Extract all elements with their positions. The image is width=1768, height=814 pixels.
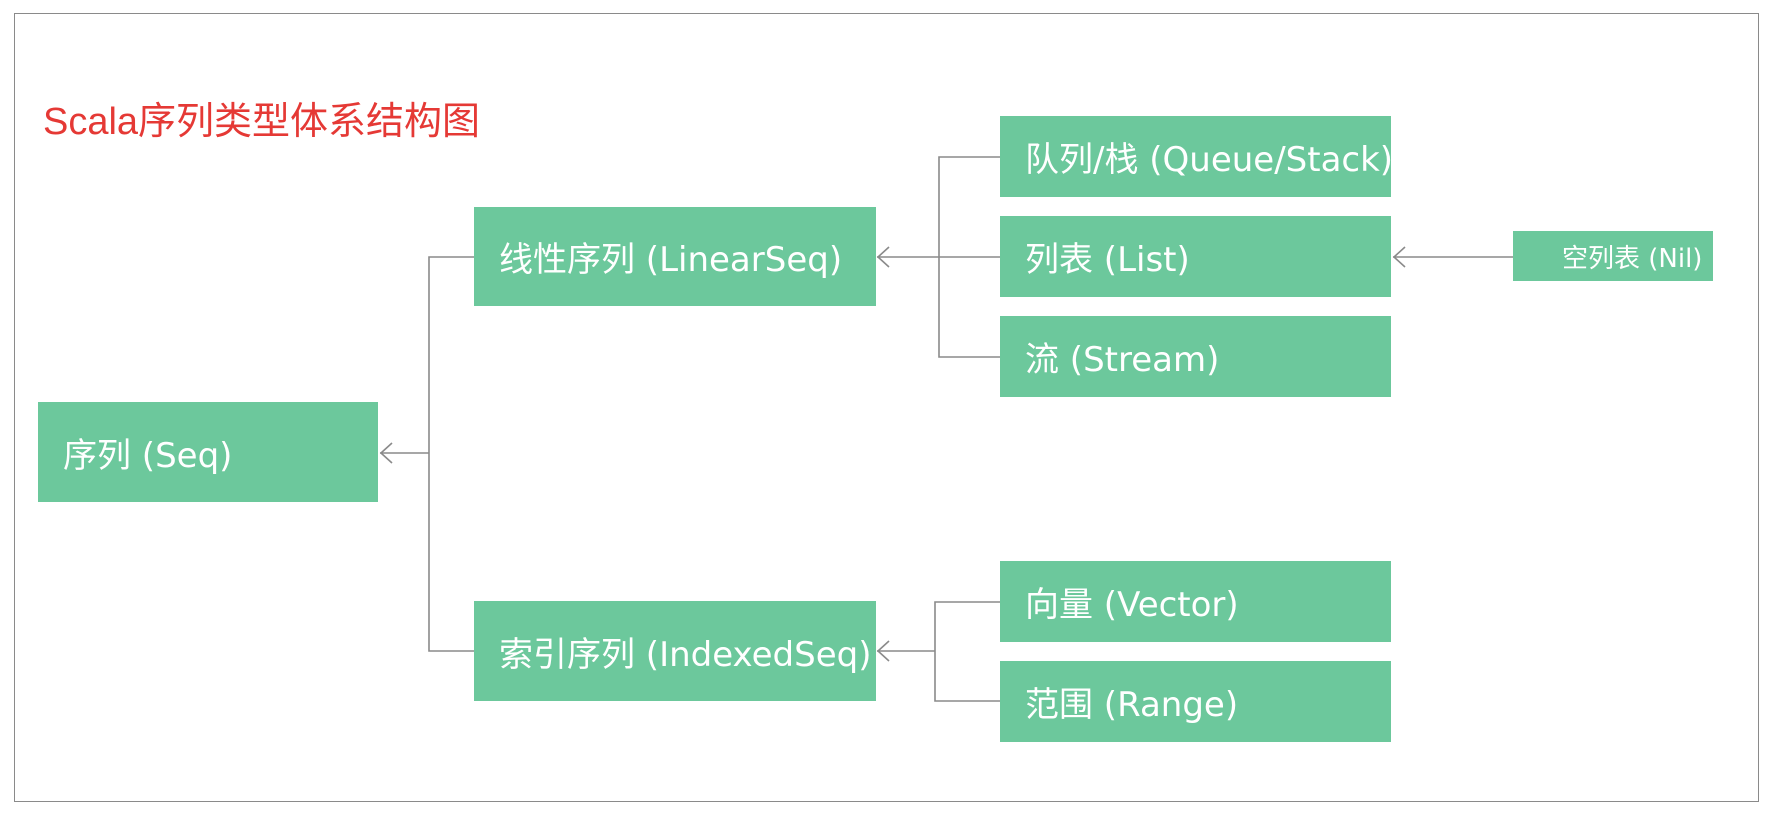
node-range: 范围 (Range) (1000, 661, 1391, 742)
node-stream: 流 (Stream) (1000, 316, 1391, 397)
node-seq-label: 序列 (Seq) (63, 435, 233, 476)
node-vector: 向量 (Vector) (1000, 561, 1391, 642)
node-linear-seq-label: 线性序列 (LinearSeq) (499, 240, 843, 280)
node-vector-label: 向量 (Vector) (1025, 585, 1239, 625)
node-indexed-seq: 索引序列 (IndexedSeq) (474, 601, 876, 701)
diagram-frame (14, 13, 1759, 802)
node-queue-stack: 队列/栈 (Queue/Stack) (1000, 116, 1394, 197)
node-list: 列表 (List) (1000, 216, 1391, 297)
arrowhead-seq (379, 442, 393, 464)
node-seq: 序列 (Seq) (38, 402, 378, 502)
node-linear-seq: 线性序列 (LinearSeq) (474, 207, 876, 306)
node-nil-label: 空列表 (Nil) (1562, 243, 1703, 274)
node-indexed-seq-label: 索引序列 (IndexedSeq) (499, 634, 872, 675)
connector-linearseq-children (877, 156, 1000, 358)
node-range-label: 范围 (Range) (1025, 685, 1239, 725)
connector-seq-children (380, 256, 474, 652)
arrowhead-linearseq (876, 246, 890, 268)
connector-indexedseq-children (877, 601, 1000, 702)
node-list-label: 列表 (List) (1025, 240, 1190, 280)
node-queue-stack-label: 队列/栈 (Queue/Stack) (1025, 140, 1394, 180)
node-stream-label: 流 (Stream) (1025, 340, 1220, 380)
arrowhead-list (1392, 246, 1406, 268)
arrowhead-indexedseq (876, 640, 890, 662)
node-nil: 空列表 (Nil) (1513, 231, 1713, 281)
diagram-title: Scala序列类型体系结构图 (43, 101, 481, 143)
